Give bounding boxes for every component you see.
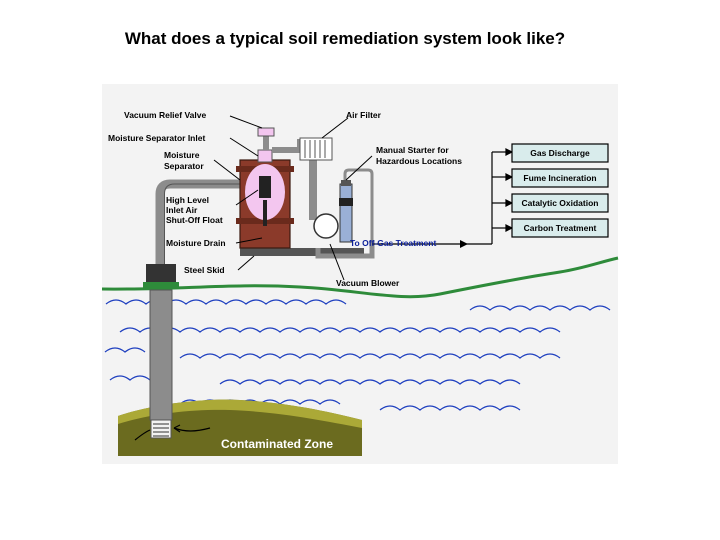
blower-motor xyxy=(339,183,353,243)
label-vacuum-relief-valve: Vacuum Relief Valve xyxy=(124,110,206,120)
air-filter-pleats xyxy=(304,140,326,158)
label-moisture-separator-line1: Moisture xyxy=(164,150,200,160)
treatment-option-label: Fume Incineration xyxy=(523,173,596,183)
treatment-option-fume-incineration: Fume Incineration xyxy=(511,168,609,188)
leader-lines xyxy=(213,115,373,281)
vacuum-relief-valve xyxy=(257,127,275,137)
label-vacuum-blower: Vacuum Blower xyxy=(336,278,400,288)
contaminated-zone-label: Contaminated Zone xyxy=(221,437,333,451)
contaminated-zone-highlight xyxy=(118,399,362,428)
steel-skid xyxy=(240,248,364,256)
air-filter xyxy=(299,137,333,161)
separator-top-cap xyxy=(257,149,273,163)
treatment-option-label: Gas Discharge xyxy=(530,148,590,158)
well-screen-slots xyxy=(153,423,169,437)
recovery-well-pipe xyxy=(149,289,173,421)
label-moisture-drain: Moisture Drain xyxy=(166,238,226,248)
separator-stem xyxy=(263,200,267,226)
inlet-pipe xyxy=(155,179,240,264)
distribution-branches xyxy=(492,148,514,232)
label-float-line3: Shut-Off Float xyxy=(166,215,223,225)
label-off-gas-treatment: To Off-Gas Treatment xyxy=(350,238,436,248)
motor-band xyxy=(339,198,353,206)
well-screen xyxy=(150,419,172,439)
vacuum-blower xyxy=(313,213,339,239)
label-steel-skid: Steel Skid xyxy=(184,265,225,275)
blower-riser-pipe xyxy=(309,150,317,220)
label-float-line2: Inlet Air xyxy=(166,205,198,215)
starter-conduit xyxy=(343,168,374,240)
ground-surface xyxy=(101,256,619,299)
label-moisture-separator-line2: Separator xyxy=(164,161,204,171)
treatment-option-label: Carbon Treatment xyxy=(524,223,597,233)
wellhead-cap xyxy=(146,264,176,286)
flow-arrows xyxy=(134,424,211,441)
motor-cap xyxy=(341,180,351,186)
label-manual-starter-line2: Hazardous Locations xyxy=(376,156,462,166)
treatment-option-label: Catalytic Oxidation xyxy=(522,198,599,208)
label-moisture-separator-inlet: Moisture Separator Inlet xyxy=(108,133,205,143)
treatment-option-gas-discharge: Gas Discharge xyxy=(511,143,609,163)
page-title: What does a typical soil remediation sys… xyxy=(124,29,566,48)
off-gas-arrowhead xyxy=(460,240,468,248)
label-float-line1: High Level xyxy=(166,195,209,205)
blower-exhaust-pipe xyxy=(315,240,375,259)
vacuum-relief-valve-stem xyxy=(263,134,269,150)
wellhead-base xyxy=(143,282,179,288)
treatment-option-carbon-treatment: Carbon Treatment xyxy=(511,218,609,238)
label-air-filter: Air Filter xyxy=(346,110,382,120)
treatment-option-catalytic-oxidation: Catalytic Oxidation xyxy=(511,193,609,213)
shut-off-float xyxy=(259,176,271,198)
label-manual-starter-line1: Manual Starter for xyxy=(376,145,449,155)
